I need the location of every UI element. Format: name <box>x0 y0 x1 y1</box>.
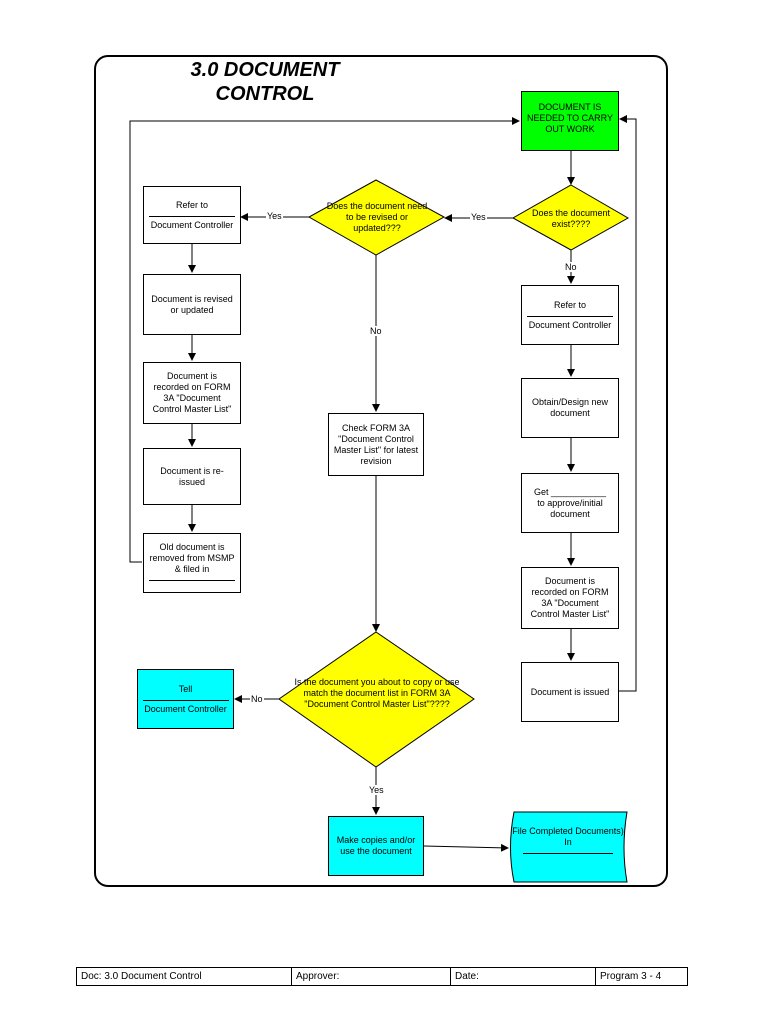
recorded-left-text: Document is recorded on FORM 3A "Documen… <box>152 371 232 414</box>
recorded-right-node: Document is recorded on FORM 3A "Documen… <box>521 567 619 629</box>
blank-line <box>149 576 235 581</box>
revised-text: Document is revised or updated <box>151 293 233 315</box>
tell-text: Tell <box>178 683 193 694</box>
refer-right-role: Document Controller <box>528 319 612 330</box>
page-title: 3.0 DOCUMENT CONTROL <box>190 59 340 105</box>
reissued-node: Document is re-issued <box>143 448 241 505</box>
issued-text: Document is issued <box>530 686 610 697</box>
footer-table: Doc: 3.0 Document Control Approver: Date… <box>76 967 688 986</box>
get-approve-text-1: Get ___________ <box>534 486 607 497</box>
label-yes-revise: Yes <box>266 211 283 221</box>
old-removed-node: Old document is removed from MSMP & file… <box>143 533 241 593</box>
label-no-match: No <box>250 694 264 704</box>
refer-left-node: Refer to Document Controller <box>143 186 241 244</box>
exist-decision-text: Does the document exist???? <box>531 208 611 229</box>
tell-role: Document Controller <box>144 703 227 714</box>
label-yes-match: Yes <box>368 785 385 795</box>
revised-node: Document is revised or updated <box>143 274 241 335</box>
reissued-text: Document is re-issued <box>160 465 224 487</box>
match-decision-text: Is the document you about to copy or use… <box>294 677 460 709</box>
get-approve-node: Get ___________ to approve/initial docum… <box>521 473 619 533</box>
label-yes-exist: Yes <box>470 212 487 222</box>
old-removed-text: Old document is removed from MSMP & file… <box>149 542 235 574</box>
file-completed-label: File Completed Documents) In <box>512 826 624 847</box>
footer-doc: Doc: 3.0 Document Control <box>76 967 292 986</box>
refer-right-node: Refer to Document Controller <box>521 285 619 345</box>
refer-left-text: Refer to <box>175 199 208 210</box>
label-no-exist: No <box>564 262 578 272</box>
refer-right-text: Refer to <box>553 299 586 310</box>
footer-program: Program 3 - 4 <box>595 967 688 986</box>
tell-node: Tell Document Controller <box>137 669 234 729</box>
recorded-left-node: Document is recorded on FORM 3A "Documen… <box>143 362 241 424</box>
check-form-node: Check FORM 3A "Document Control Master L… <box>328 413 424 476</box>
page-frame <box>94 55 668 887</box>
recorded-right-text: Document is recorded on FORM 3A "Documen… <box>530 576 610 619</box>
file-completed-text: File Completed Documents) In <box>510 826 626 857</box>
start-node: DOCUMENT IS NEEDED TO CARRY OUT WORK <box>521 91 619 151</box>
revise-decision-text: Does the document need to be revised or … <box>326 201 428 233</box>
file-completed-document-shape <box>510 811 628 883</box>
refer-left-role: Document Controller <box>150 219 234 230</box>
footer-date: Date: <box>450 967 596 986</box>
start-node-text: DOCUMENT IS NEEDED TO CARRY OUT WORK <box>526 102 614 134</box>
label-no-revise: No <box>369 326 383 336</box>
obtain-text: Obtain/Design new document <box>531 397 609 418</box>
footer-approver: Approver: <box>291 967 451 986</box>
issued-node: Document is issued <box>521 662 619 722</box>
footer-row: Doc: 3.0 Document Control Approver: Date… <box>76 967 688 986</box>
blank-line <box>142 696 229 701</box>
blank-line <box>149 212 235 217</box>
blank-line <box>523 849 613 854</box>
obtain-node: Obtain/Design new document <box>521 378 619 438</box>
make-copies-node: Make copies and/or use the document <box>328 816 424 876</box>
check-form-text: Check FORM 3A "Document Control Master L… <box>333 422 419 466</box>
get-approve-text-2: to approve/initial document <box>537 497 603 519</box>
blank-line <box>527 312 613 317</box>
make-copies-text: Make copies and/or use the document <box>336 835 416 856</box>
